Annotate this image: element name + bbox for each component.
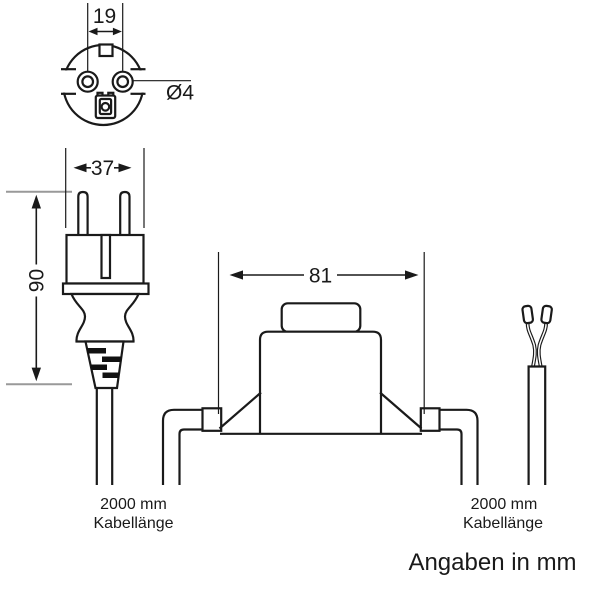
cable-length-label-left: 2000 mm Kabellänge: [93, 496, 173, 532]
plug-grip: [69, 292, 141, 343]
box-top-cap: [280, 302, 362, 333]
strain-relief-bars: [87, 348, 122, 378]
plug-side-view: 37 90: [6, 148, 150, 485]
cable-length-label-right: 2000 mm Kabellänge: [463, 496, 543, 532]
label-pin-spacing: 19: [93, 5, 116, 28]
label-plug-width: 37: [91, 157, 114, 180]
wire-tip-right: [540, 304, 553, 325]
wedge-left: [218, 391, 262, 430]
dimension-81: 81: [229, 265, 419, 288]
side-notch-left: [58, 68, 76, 95]
box-cable-left: [161, 408, 203, 485]
ferrule-left: [201, 407, 223, 432]
cable-length-caption: Kabellänge: [463, 515, 543, 532]
ferrule-right: [419, 407, 441, 432]
box-body: [258, 330, 383, 434]
label-box-width: 81: [309, 265, 332, 288]
side-notch-right: [130, 68, 149, 95]
plug-cable: [95, 388, 114, 485]
side-pin-left: [77, 190, 89, 236]
side-pin-right: [119, 190, 131, 236]
plug-collar: [61, 282, 150, 296]
earth-clip: [94, 91, 117, 120]
dimension-90: 90: [26, 194, 49, 382]
wire-tip-left: [521, 304, 535, 325]
cable-length-value: 2000 mm: [471, 496, 538, 513]
pin-right: [111, 70, 134, 93]
plug-top-tab: [98, 43, 114, 58]
cable-length-caption: Kabellänge: [93, 515, 173, 532]
box-cable-right: [439, 408, 479, 485]
stripped-wire-ends: [521, 304, 553, 485]
cable-jacket: [527, 365, 547, 485]
dimension-37: 37: [73, 157, 132, 180]
cable-length-value: 2000 mm: [100, 496, 167, 513]
dimension-19: [88, 27, 122, 36]
pin-left: [76, 70, 99, 93]
label-plug-height: 90: [26, 269, 49, 292]
plug-front-view: Ø4 19: [58, 3, 194, 127]
plug-body-slot: [100, 233, 112, 280]
label-pin-diameter: Ø4: [166, 82, 194, 105]
units-note: Angaben in mm: [408, 549, 576, 576]
transformer-box: 81: [161, 252, 479, 485]
wedge-right: [379, 391, 423, 430]
